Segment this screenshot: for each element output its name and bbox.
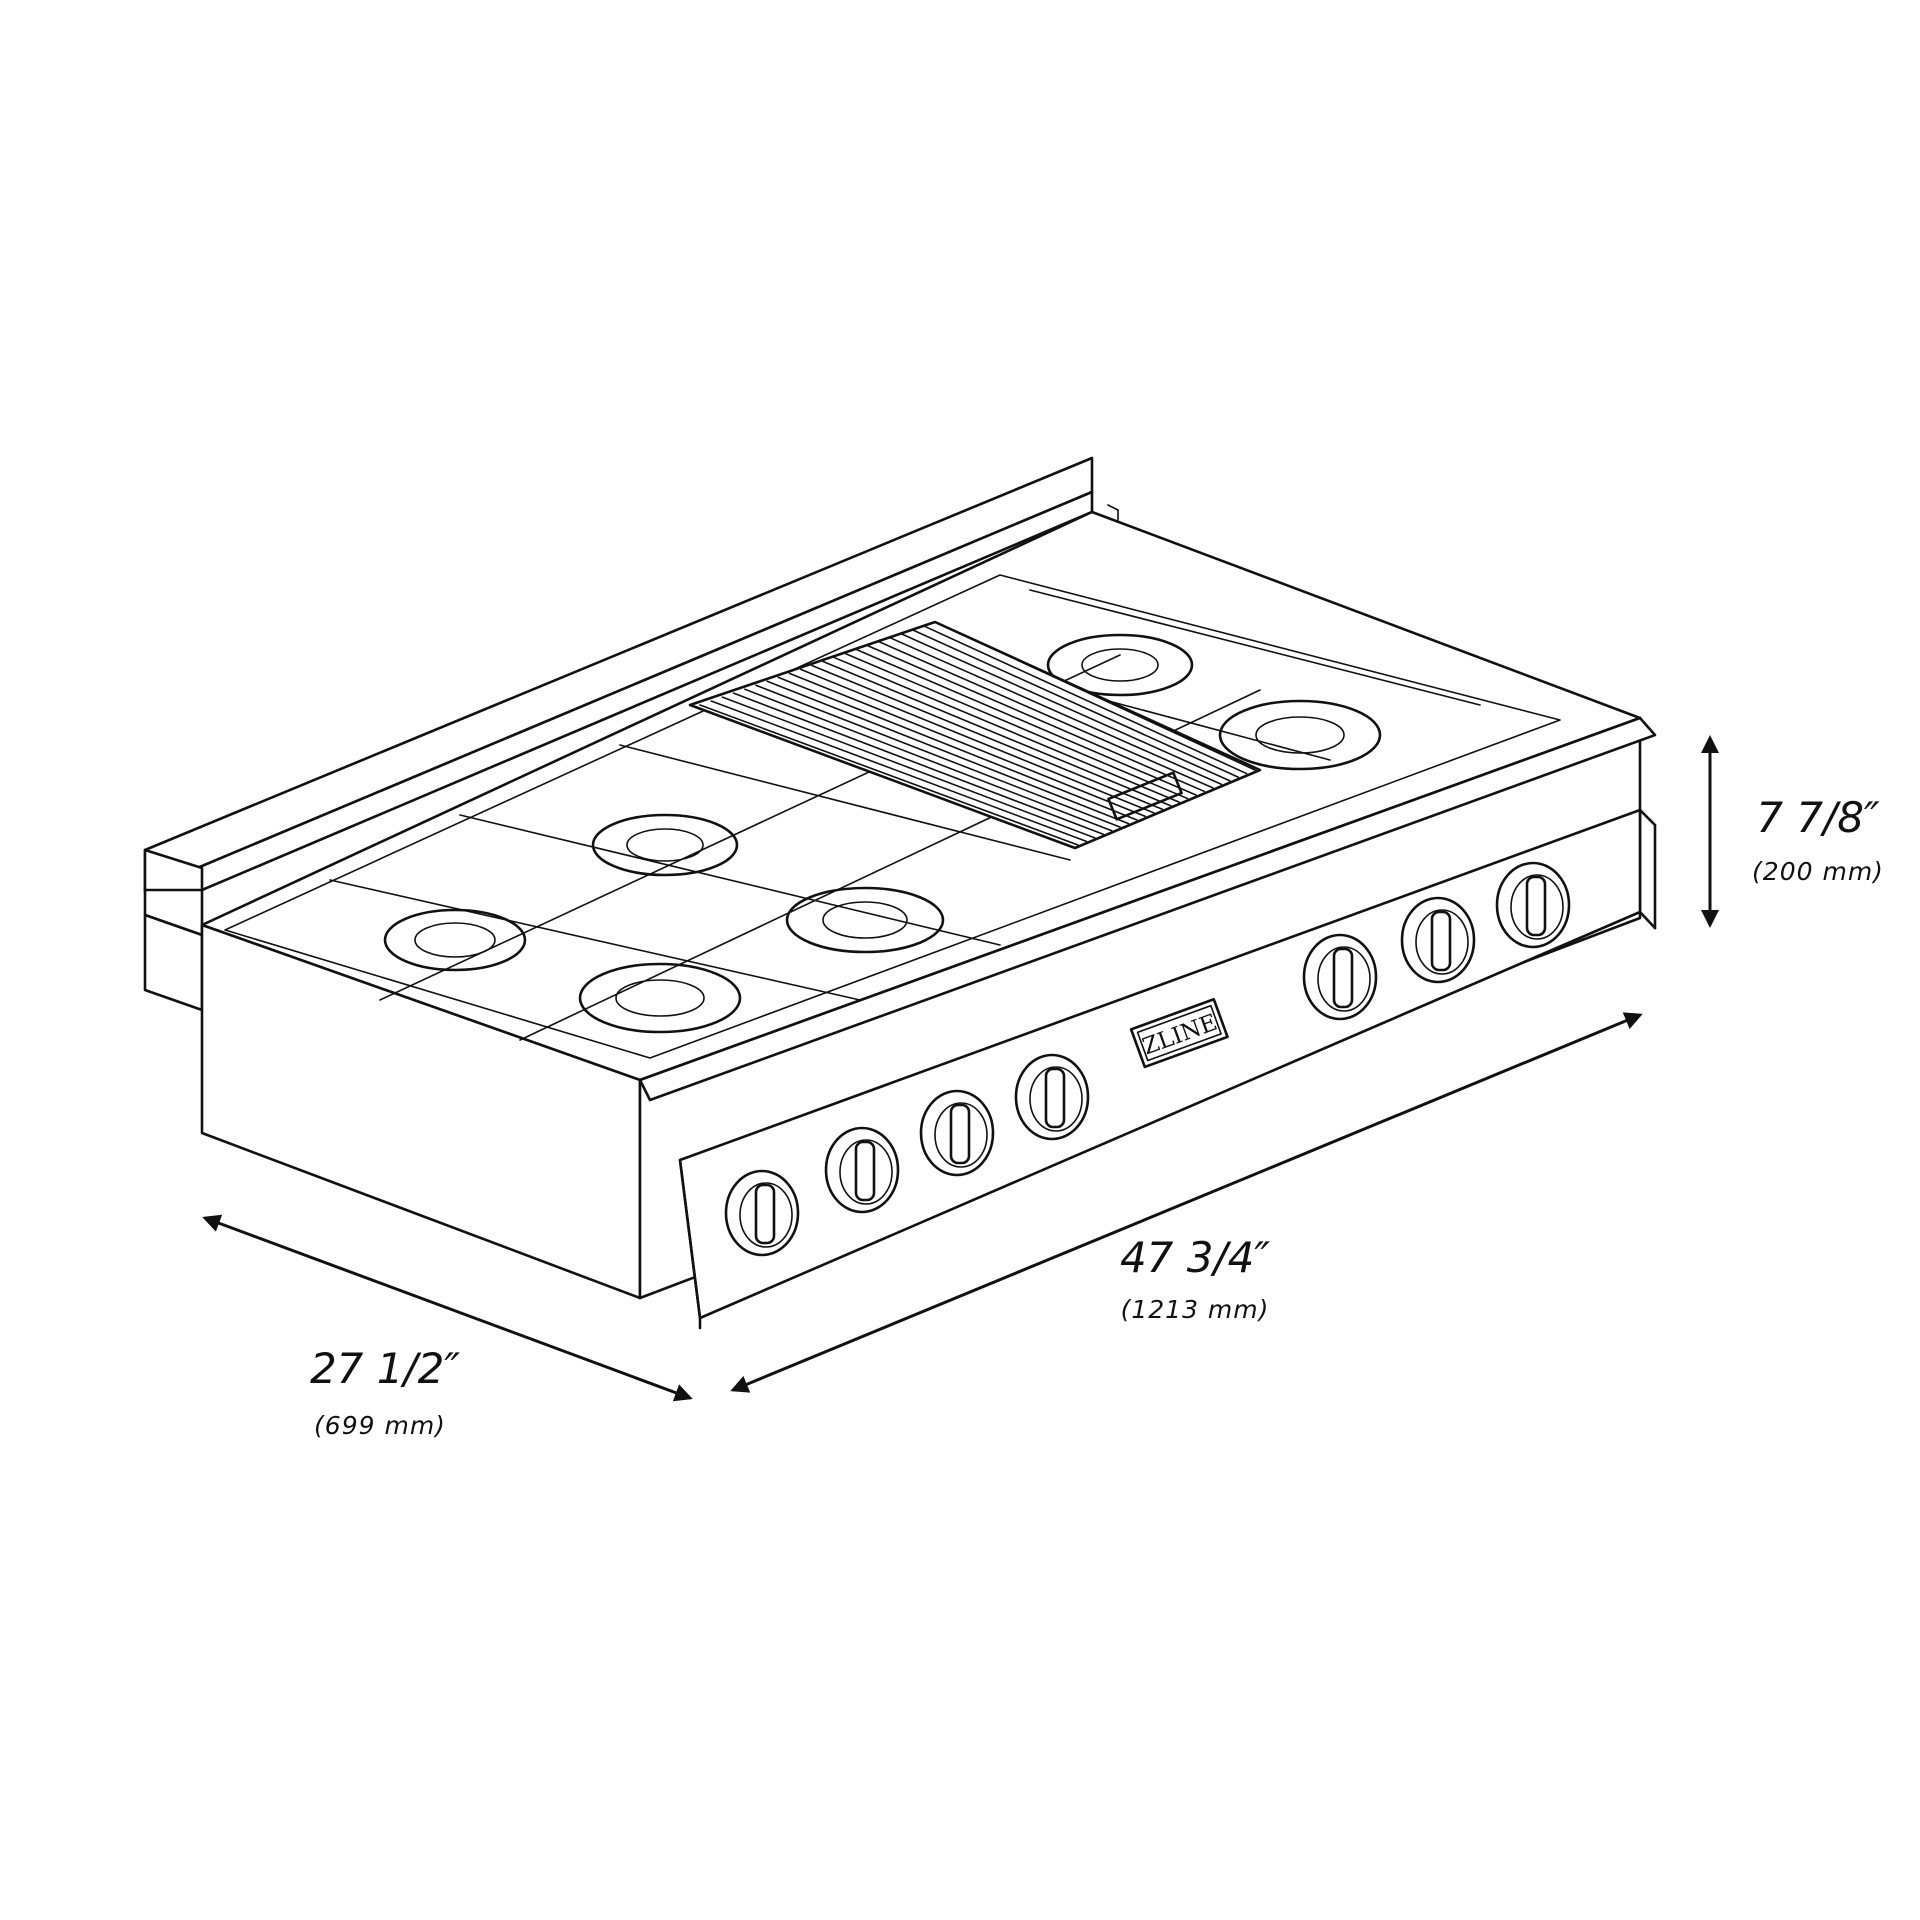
burner-front-center-left (578, 962, 742, 1034)
burner-front-right (1218, 699, 1382, 771)
control-knob-4[interactable] (1014, 1053, 1090, 1141)
width-dimension-label: 47 3/4″ (1213 mm) (1120, 1233, 1270, 1324)
grill-rib (833, 656, 1180, 803)
grill-rib (766, 680, 1130, 825)
depth-dimension-arrow (202, 1214, 693, 1402)
control-knob-1[interactable] (724, 1169, 800, 1257)
depth-metric: (699 mm) (314, 1411, 446, 1440)
grill-rib (732, 692, 1105, 836)
grill-rib (923, 625, 1248, 775)
burner-rear-left (591, 813, 739, 877)
grill-rib (710, 700, 1088, 843)
control-knob-2[interactable] (824, 1126, 900, 1214)
grill-rib (889, 637, 1223, 786)
depth-imperial: 27 1/2″ (310, 1344, 460, 1393)
burner-front-center (785, 886, 945, 954)
grill-rib (721, 696, 1096, 839)
grill-rib (867, 644, 1206, 793)
burners (383, 633, 1382, 1034)
rear-backsplash (143, 456, 1119, 1012)
control-knob-7[interactable] (1495, 861, 1571, 949)
grill-rib (799, 668, 1155, 814)
width-imperial: 47 3/4″ (1120, 1233, 1270, 1282)
grill-rib (900, 633, 1231, 782)
grill-rib (934, 621, 1256, 771)
grill-rib (755, 684, 1121, 828)
grill-rib (788, 672, 1147, 818)
height-imperial: 7 7/8″ (1756, 793, 1880, 842)
control-knob-6[interactable] (1400, 896, 1476, 984)
grill-rib (811, 664, 1164, 811)
depth-dimension-label: 27 1/2″ (699 mm) (310, 1344, 460, 1440)
height-metric: (200 mm) (1752, 857, 1884, 886)
grill-rib (777, 676, 1138, 821)
grill-rib (743, 688, 1113, 832)
grill-rib (855, 648, 1197, 796)
burner-rear-right (1046, 633, 1194, 697)
grill-rib (699, 704, 1079, 846)
burner-front-left (383, 908, 527, 972)
grill-rib (844, 652, 1189, 800)
width-metric: (1213 mm) (1121, 1295, 1270, 1324)
grill-rib (878, 640, 1214, 789)
grill-ribs (699, 621, 1256, 846)
grill-rib (911, 629, 1239, 778)
control-knob-5[interactable] (1302, 933, 1378, 1021)
height-dimension-label: 7 7/8″ (200 mm) (1752, 793, 1884, 886)
grill-rib (822, 660, 1172, 807)
control-knob-3[interactable] (919, 1089, 995, 1177)
width-dimension-arrow (730, 1012, 1643, 1393)
grill-plate (688, 620, 1262, 850)
